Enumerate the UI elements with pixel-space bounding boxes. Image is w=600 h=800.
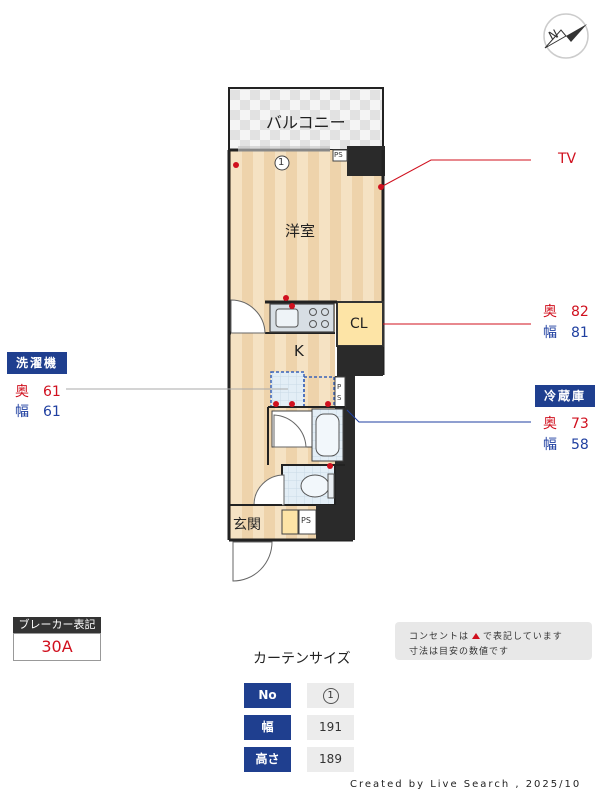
outlet-marker [289, 401, 295, 407]
balcony-area [228, 87, 384, 151]
note-line-2: 寸法は目安の数値です [409, 647, 510, 657]
balcony-label: バルコニー [266, 113, 346, 132]
note-line-1: コンセントはで表記しています [409, 632, 563, 642]
ps-top-label: PS [334, 151, 343, 159]
outlet-marker [325, 401, 331, 407]
kitchen-label: K [294, 342, 304, 360]
outlet-marker [273, 401, 279, 407]
note-box: コンセントはで表記しています 寸法は目安の数値です [395, 622, 592, 660]
entrance-label: 玄関 [233, 517, 261, 533]
tv-label: TV [558, 151, 577, 167]
closet-label: CL [350, 316, 368, 332]
outlet-marker [289, 303, 295, 309]
outlet-marker [327, 463, 333, 469]
outlet-marker [233, 162, 239, 168]
curtain-title: カーテンサイズ [253, 651, 351, 667]
curtain-value-no: 1 [307, 683, 354, 708]
fridge-tag: 冷蔵庫 [535, 385, 595, 407]
breaker-title: ブレーカー表記 [13, 617, 101, 633]
breaker-value: 30A [13, 633, 101, 661]
pillar-top [347, 146, 385, 176]
outlet-marker [283, 295, 289, 301]
curtain-header-height: 高さ [244, 747, 291, 772]
closet-area [336, 301, 384, 347]
ps-mid-label: PS [337, 383, 342, 402]
curtain-value-height: 189 [307, 747, 354, 772]
ps-bottom-label: PS [301, 516, 311, 525]
curtain-header-no: No [244, 683, 291, 708]
curtain-header-width: 幅 [244, 715, 291, 740]
curtain-value-width: 191 [307, 715, 354, 740]
washer-tag: 洗濯機 [7, 352, 67, 374]
footer-credit: Created by Live Search , 2025/10 [350, 779, 582, 790]
window-number: 1 [278, 157, 285, 168]
outlet-legend-icon [472, 633, 481, 639]
western-room-label: 洋室 [285, 222, 316, 240]
